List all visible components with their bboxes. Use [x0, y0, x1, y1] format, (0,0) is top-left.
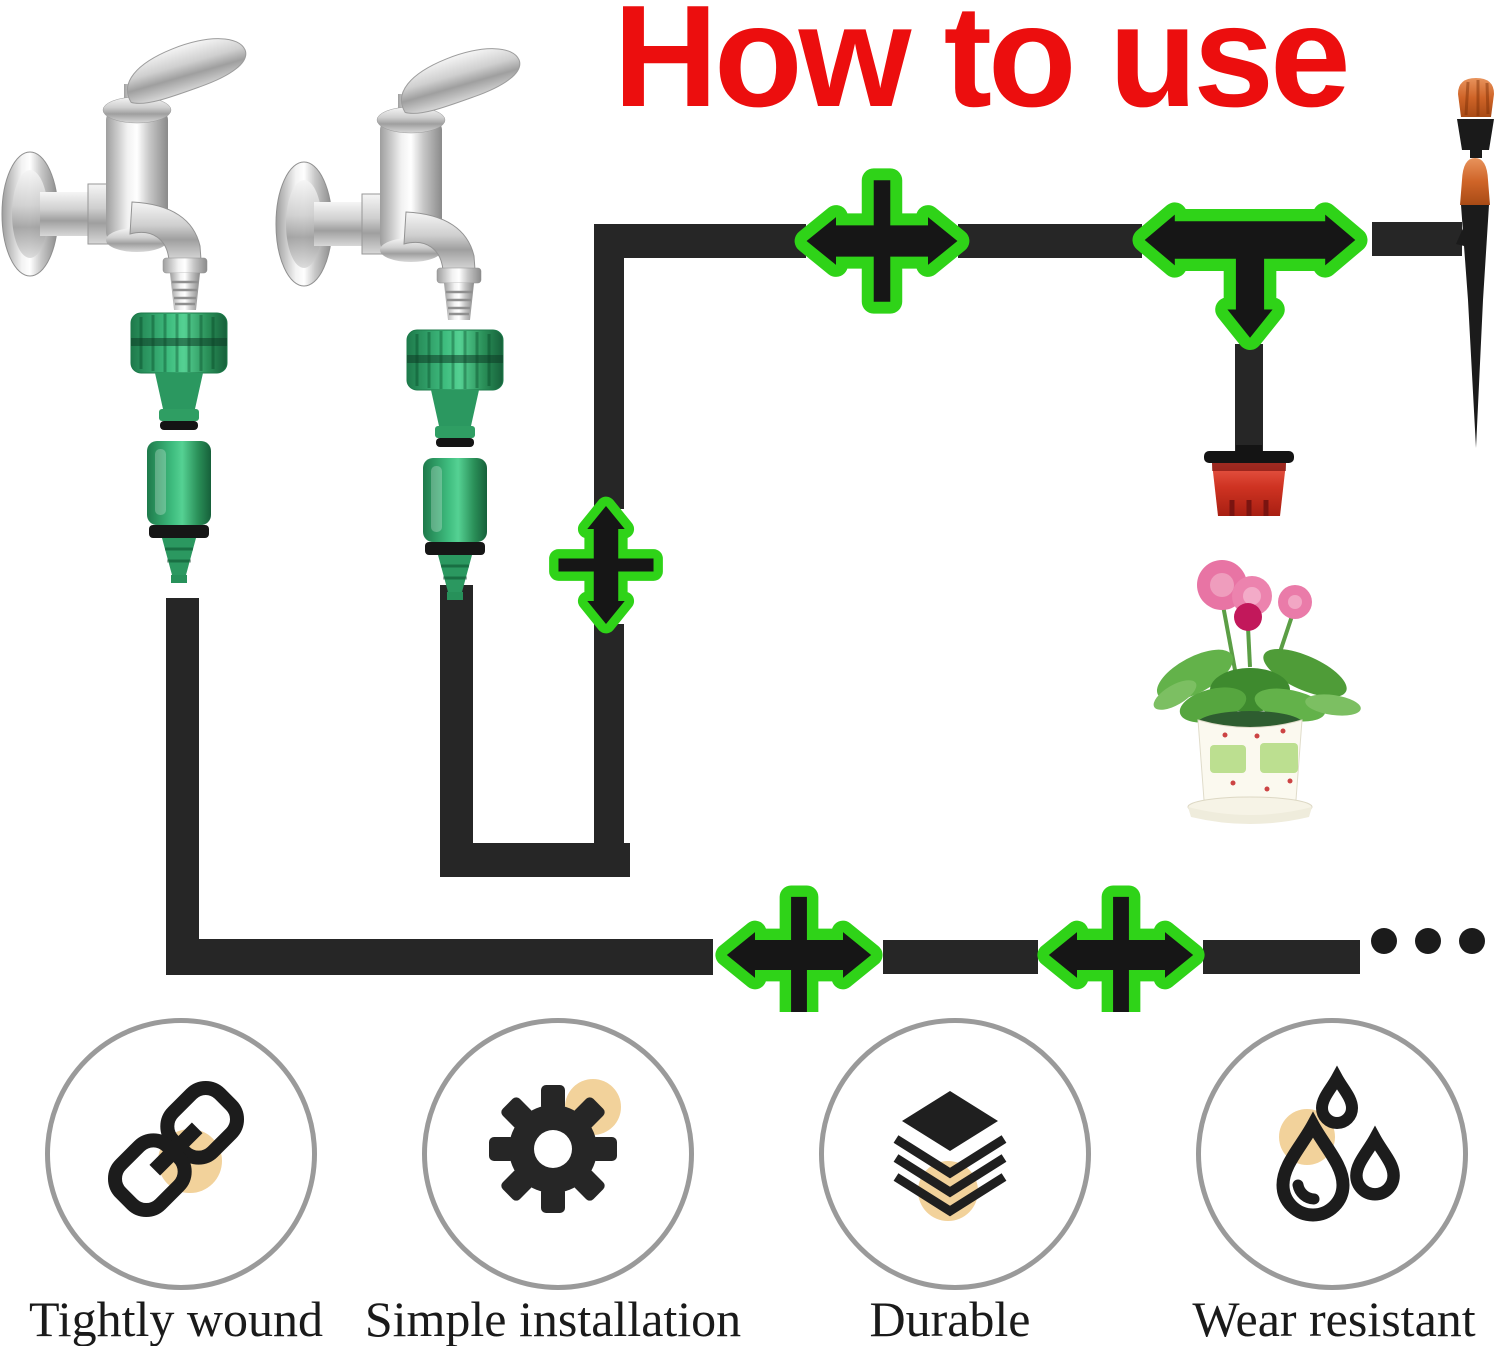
- tube-bottom-left: [166, 939, 713, 975]
- tube-left-vertical: [166, 598, 199, 975]
- tube-top-2: [958, 224, 1142, 258]
- red-drip-head: [1204, 445, 1294, 516]
- tee-connector: [1145, 215, 1356, 338]
- tap-adapter-right: [405, 328, 505, 602]
- tubing-network: [166, 222, 1462, 975]
- barb-coupler-bottom-2: [1049, 897, 1193, 1012]
- leaves: [1153, 648, 1361, 723]
- feature-label: Tightly wound: [28, 1291, 324, 1346]
- feature-circle: [45, 1018, 317, 1290]
- feature-circle: [819, 1018, 1091, 1290]
- layers-icon: [893, 1091, 1007, 1221]
- tube-riser: [594, 224, 624, 509]
- feature-label: Wear resistant: [1192, 1291, 1476, 1346]
- barb-coupler-bottom-1: [727, 897, 871, 1012]
- tap-adapter-left: [129, 311, 229, 585]
- ellipsis-dots: [1371, 928, 1485, 954]
- tube-bottom-right: [1203, 940, 1360, 974]
- tube-tee-drop: [1235, 344, 1263, 456]
- chain-icon: [107, 1080, 245, 1218]
- barb-coupler-top: [807, 180, 958, 301]
- gear-icon: [489, 1079, 621, 1213]
- flower-pot: [1153, 560, 1361, 824]
- tube-top-3: [1372, 222, 1462, 256]
- flowers: [1197, 560, 1312, 631]
- feature-label: Durable: [869, 1291, 1031, 1346]
- feature-circle: [422, 1018, 694, 1290]
- tube-bottom-middle: [883, 940, 1038, 974]
- faucet-right: [274, 37, 528, 322]
- feature-circle: [1196, 1018, 1468, 1290]
- irrigation-diagram: [0, 27, 1494, 1012]
- faucet-left: [0, 27, 254, 312]
- tube-top-1: [594, 224, 806, 258]
- barb-coupler-vertical: [558, 506, 653, 624]
- water-drops-icon: [1276, 1065, 1400, 1222]
- tube-u-up: [594, 624, 624, 877]
- tube-faucet2-down: [440, 585, 473, 877]
- feature-label: Simple installation: [364, 1291, 742, 1346]
- page-title: How to use: [613, 0, 1350, 137]
- stake-emitter: [1456, 78, 1494, 448]
